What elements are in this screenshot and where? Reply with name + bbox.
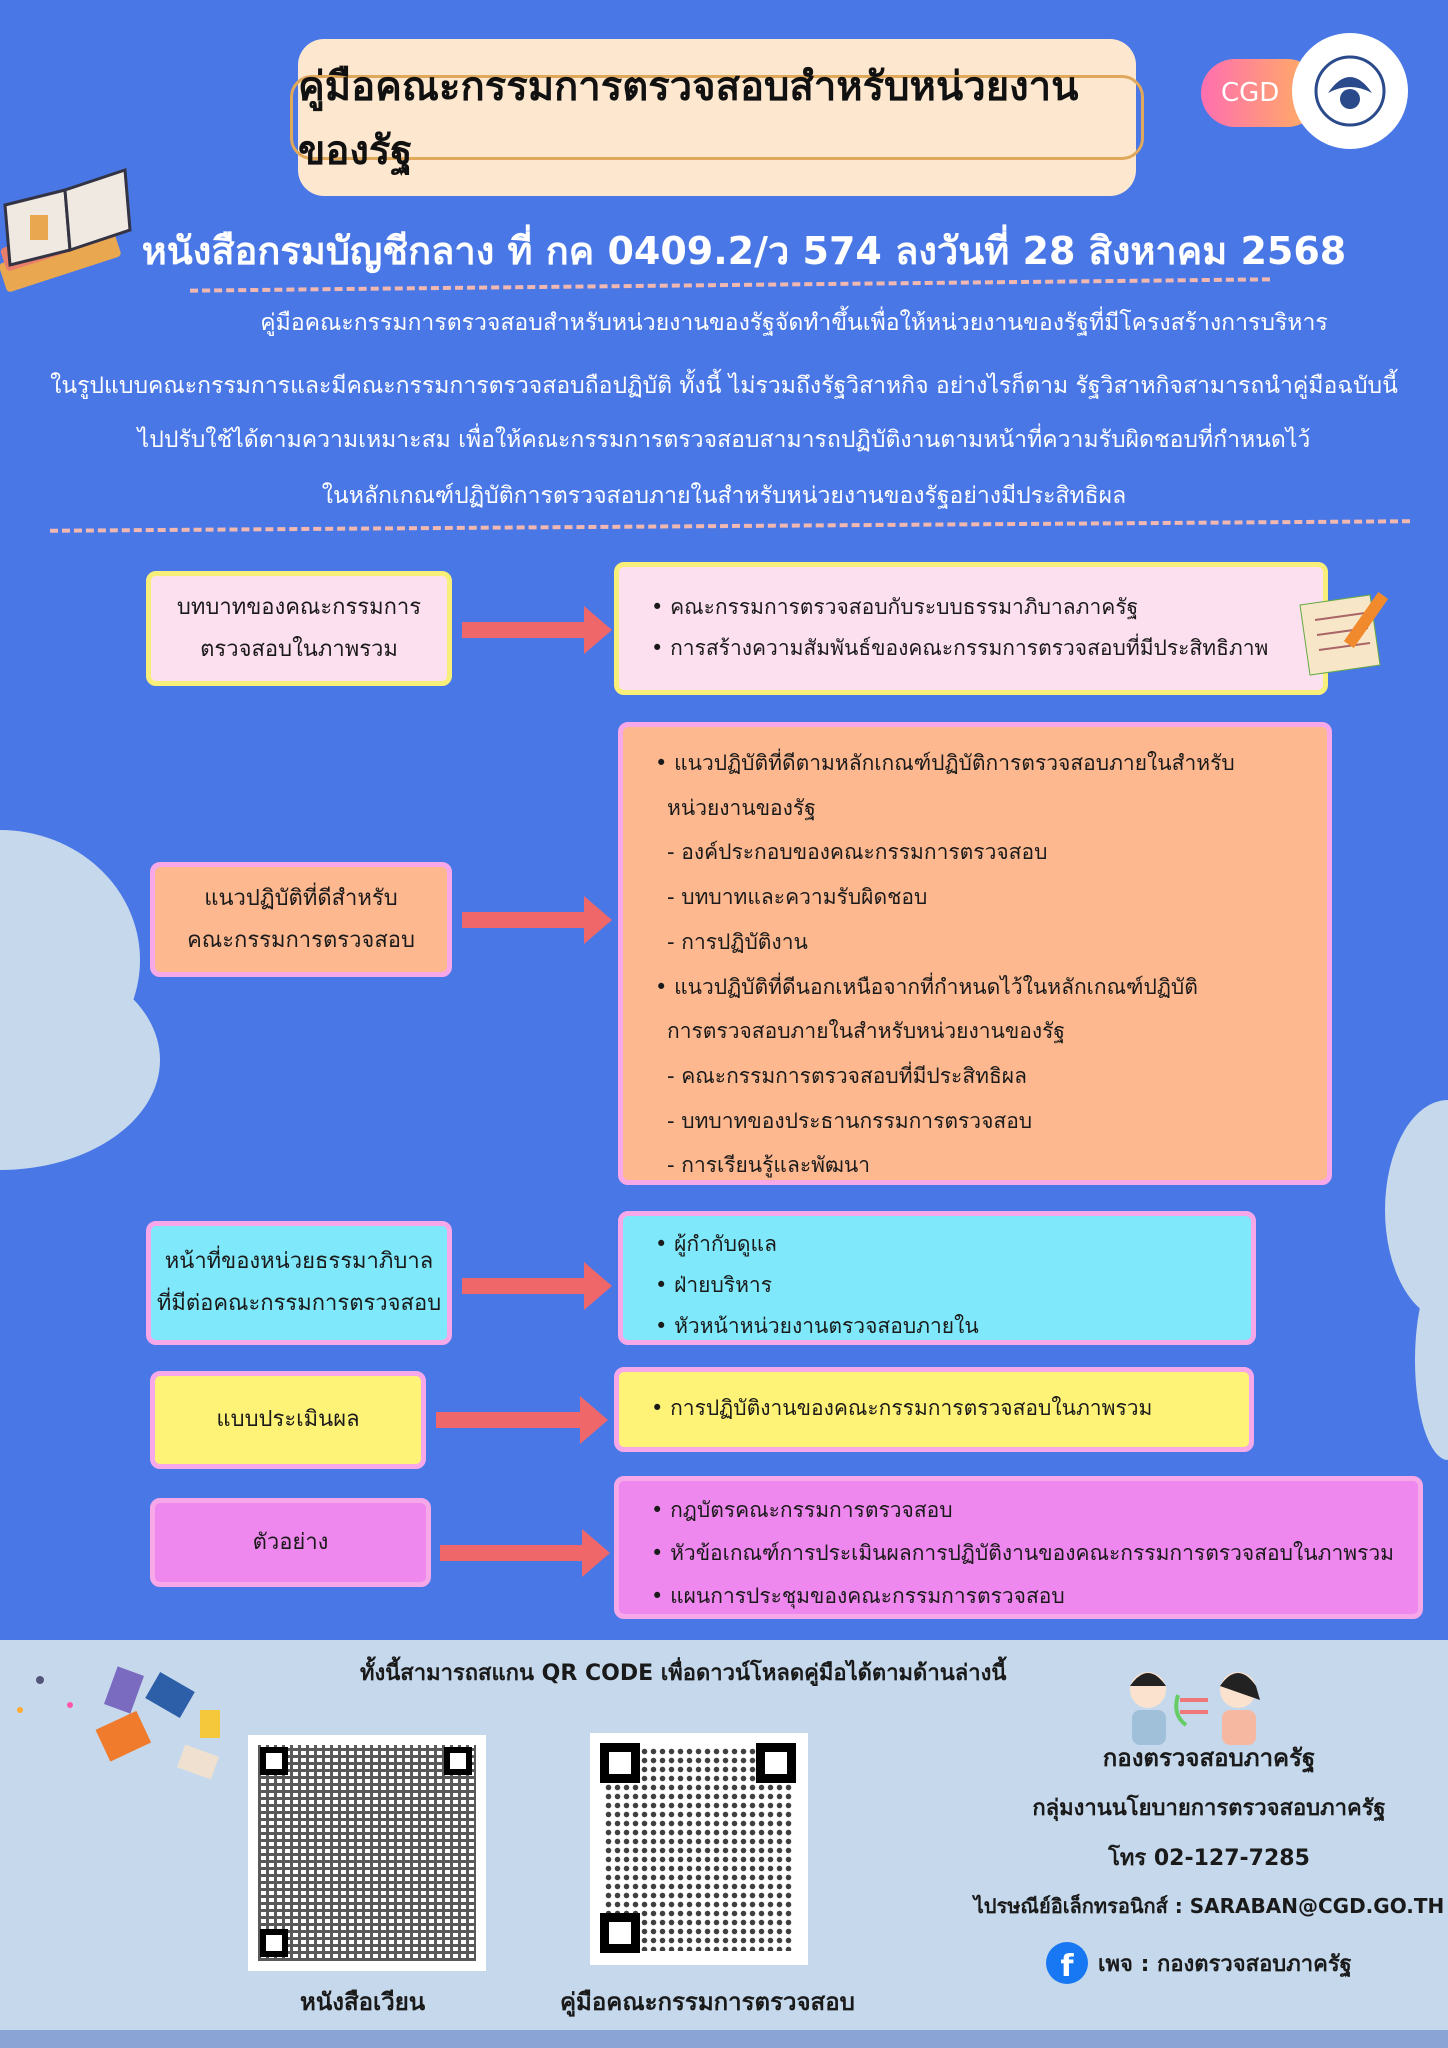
arrow-right-icon (440, 1529, 610, 1577)
arrow-right-icon (462, 606, 612, 654)
label-line: บทบาทของคณะกรรมการ (176, 594, 422, 620)
cgd-logo-text: CGD (1221, 78, 1280, 108)
list-item: หน่วยงานของรัฐ (667, 795, 816, 820)
list-item: กฎบัตรคณะกรรมการตรวจสอบ (651, 1489, 1398, 1532)
list-item: ฝ่ายบริหาร (655, 1265, 1231, 1306)
list-item: การปฏิบัติงานของคณะกรรมการตรวจสอบในภาพรว… (651, 1388, 1229, 1429)
divider (50, 519, 1410, 533)
facebook-page-link[interactable]: f เพจ : กองตรวจสอบภาครัฐ (1046, 1942, 1352, 1984)
list-item: - บทบาทและความรับผิดชอบ (667, 885, 928, 910)
list-item: การสร้างความสัมพันธ์ของคณะกรรมการตรวจสอบ… (651, 628, 1303, 669)
section-items-best-practice: แนวปฏิบัติที่ดีตามหลักเกณฑ์ปฏิบัติการตรว… (618, 722, 1332, 1185)
phone-number: โทร 02-127-7285 (1108, 1846, 1310, 1871)
label-line: แบบประเมินผล (216, 1407, 360, 1433)
section-label-best-practice: แนวปฏิบัติที่ดีสำหรับคณะกรรมการตรวจสอบ (150, 862, 452, 977)
bottom-strip (0, 2030, 1448, 2048)
section-items-assessment: การปฏิบัติงานของคณะกรรมการตรวจสอบในภาพรว… (614, 1367, 1254, 1452)
arrow-right-icon (462, 1262, 612, 1310)
qr-label-circular: หนังสือเวียน (300, 1988, 426, 2016)
section-label-examples: ตัวอย่าง (150, 1498, 431, 1587)
list-item: แผนการประชุมของคณะกรรมการตรวจสอบ (651, 1575, 1398, 1618)
communication-illustration (1120, 1660, 1270, 1754)
list-item: หัวหน้าหน่วยงานตรวจสอบภายใน (655, 1306, 1231, 1347)
list-item: - การปฏิบัติงาน (667, 929, 808, 954)
list-item: - การเรียนรู้และพัฒนา (667, 1153, 871, 1178)
list-item: หัวข้อเกณฑ์การประเมินผลการปฏิบัติงานของค… (651, 1532, 1398, 1575)
books-illustration (0, 150, 140, 300)
flying-books-illustration (0, 1650, 240, 1784)
section-items-governance: ผู้กำกับดูแล ฝ่ายบริหาร หัวหน้าหน่วยงานต… (618, 1211, 1256, 1345)
arrow-right-icon (436, 1396, 608, 1444)
facebook-page-name: เพจ : กองตรวจสอบภาครัฐ (1098, 1951, 1352, 1977)
intro-line: คู่มือคณะกรรมการตรวจสอบสำหรับหน่วยงานของ… (260, 310, 1328, 336)
label-line: ตัวอย่าง (252, 1529, 329, 1555)
qr-code-manual[interactable] (590, 1733, 808, 1965)
cgd-logo (1292, 33, 1408, 149)
scan-instruction: ทั้งนี้สามารถสแกน QR CODE เพื่อดาวน์โหลด… (360, 1661, 1007, 1686)
org-name: กองตรวจสอบภาครัฐ (1102, 1744, 1316, 1772)
label-line: ที่มีต่อคณะกรรมการตรวจสอบ (156, 1291, 442, 1316)
intro-line: ในรูปแบบคณะกรรมการและมีคณะกรรมการตรวจสอบ… (50, 373, 1398, 399)
label-line: คณะกรรมการตรวจสอบ (187, 927, 415, 953)
section-label-assessment: แบบประเมินผล (150, 1371, 426, 1469)
section-items-examples: กฎบัตรคณะกรรมการตรวจสอบ หัวข้อเกณฑ์การปร… (614, 1476, 1423, 1619)
list-item: การตรวจสอบภายในสำหรับหน่วยงานของรัฐ (667, 1019, 1065, 1044)
list-item: แนวปฏิบัติที่ดีนอกเหนือจากที่กำหนดไว้ในห… (655, 965, 1307, 1010)
section-label-role: บทบาทของคณะกรรมการตรวจสอบในภาพรวม (146, 571, 452, 686)
org-group: กลุ่มงานนโยบายการตรวจสอบภาครัฐ (1032, 1796, 1386, 1821)
page-title: คู่มือคณะกรรมการตรวจสอบสำหรับหน่วยงานของ… (298, 63, 1079, 174)
intro-line: ในหลักเกณฑ์ปฏิบัติการตรวจสอบภายในสำหรับห… (321, 483, 1127, 509)
list-item: - องค์ประกอบของคณะกรรมการตรวจสอบ (667, 840, 1048, 865)
facebook-icon: f (1046, 1942, 1088, 1984)
section-items-role: คณะกรรมการตรวจสอบกับระบบธรรมาภิบาลภาครัฐ… (614, 562, 1328, 695)
qr-label-manual: คู่มือคณะกรรมการตรวจสอบ (560, 1988, 855, 2016)
email-address[interactable]: ไปรษณีย์อิเล็กทรอนิกส์ : SARABAN@CGD.GO.… (973, 1894, 1445, 1918)
title-banner: คู่มือคณะกรรมการตรวจสอบสำหรับหน่วยงานของ… (290, 39, 1144, 196)
list-item: ผู้กำกับดูแล (655, 1224, 1231, 1265)
list-item: - คณะกรรมการตรวจสอบที่มีประสิทธิผล (667, 1064, 1027, 1089)
label-line: หน้าที่ของหน่วยธรรมาภิบาล (164, 1249, 434, 1275)
list-item: คณะกรรมการตรวจสอบกับระบบธรรมาภิบาลภาครัฐ (651, 587, 1303, 628)
arrow-right-icon (462, 896, 612, 944)
label-line: แนวปฏิบัติที่ดีสำหรับ (204, 885, 398, 911)
list-item: แนวปฏิบัติที่ดีตามหลักเกณฑ์ปฏิบัติการตรว… (655, 741, 1307, 786)
qr-code-circular[interactable] (248, 1735, 486, 1971)
writing-icon (1290, 580, 1410, 684)
list-item: - บทบาทของประธานกรรมการตรวจสอบ (667, 1108, 1033, 1133)
section-label-governance: หน้าที่ของหน่วยธรรมาภิบาลที่มีต่อคณะกรรม… (146, 1221, 452, 1345)
intro-line: ไปปรับใช้ได้ตามความเหมาะสม เพื่อให้คณะกร… (137, 427, 1311, 453)
circular-reference: หนังสือกรมบัญชีกลาง ที่ กค 0409.2/ว 574 … (141, 229, 1347, 273)
label-line: ตรวจสอบในภาพรวม (200, 636, 398, 662)
